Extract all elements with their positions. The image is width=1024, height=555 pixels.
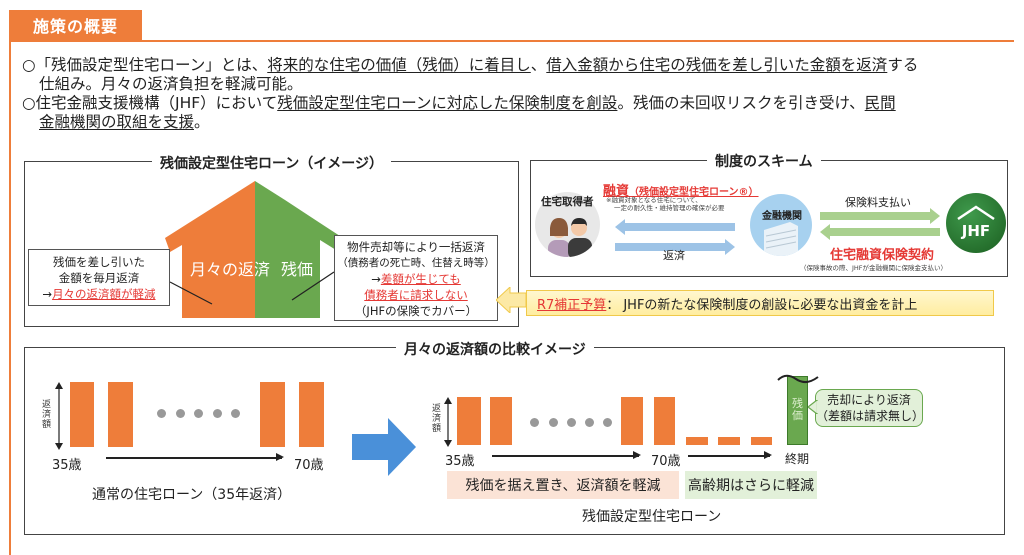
ellipsis-dot	[603, 418, 612, 427]
residual-value-bar	[787, 376, 808, 445]
ellipsis-dot	[530, 418, 539, 427]
break-mark	[777, 374, 819, 383]
house-left-label: 月々の返済	[190, 260, 271, 279]
intro-bullet-1-cont: 仕組み。月々の返済負担を軽減可能。	[39, 75, 303, 93]
residual-caption: 残価設定型住宅ローン	[582, 509, 722, 525]
ellipsis-dot	[231, 409, 240, 418]
jhf-logo: JHF	[946, 193, 1006, 253]
normal-bar	[299, 382, 324, 447]
residual-bar	[654, 397, 675, 445]
banner-arrow	[496, 287, 526, 313]
transition-arrow	[352, 418, 416, 476]
normal-bar	[70, 382, 94, 447]
house-illustration	[165, 181, 343, 318]
intro-bullet-1: ○「残価設定型住宅ローン」とは、将来的な住宅の価値（残価）に着目し、借入金額から…	[22, 56, 919, 74]
building-icon	[764, 222, 798, 256]
loan-note: ※融資対象となる住宅について、 一定の耐久性・維持管理の確保が必要	[606, 196, 725, 212]
right-callout: 物件売却等により一括返済 （債務者の死亡時、住替え時等） →差額が生じても 債務…	[334, 235, 498, 321]
normal-end-age: 70歳	[294, 458, 324, 473]
loan-arrows	[615, 219, 735, 255]
normal-timeline-arrow	[106, 454, 284, 460]
residual-bar	[490, 397, 512, 445]
reduced-bar	[686, 437, 708, 445]
normal-start-age: 35歳	[52, 458, 82, 473]
bubble-tail	[808, 400, 818, 414]
normal-axis-label: 返済額	[42, 400, 52, 430]
residual-axis-label: 返済額	[432, 404, 442, 434]
loan-label: 融資（残価設定型住宅ローン®）	[603, 184, 759, 199]
budget-banner: R7補正予算：JHFの新たな保険制度の創設に必要な出資金を計上	[526, 290, 994, 316]
svg-text:JHF: JHF	[961, 222, 990, 240]
ellipsis-dot	[194, 409, 203, 418]
residual-timeline-arrow-2	[688, 452, 772, 458]
intro-bullet-2: ○住宅金融支援機構（JHF）において残価設定型住宅ローンに対応した保険制度を創設…	[22, 94, 896, 112]
compare-panel	[24, 347, 1005, 535]
residual-mid-age: 70歳	[651, 454, 681, 469]
bank-circle	[750, 194, 812, 256]
ellipsis-dot	[549, 418, 558, 427]
insurance-arrows	[820, 208, 940, 240]
main-frame	[9, 40, 1014, 555]
scheme-panel-title: 制度のスキーム	[707, 151, 821, 171]
normal-caption: 通常の住宅ローン（35年返済）	[92, 487, 292, 503]
compare-panel-title: 月々の返済額の比較イメージ	[396, 339, 594, 359]
left-callout: 残価を差し引いた 金額を毎月返済 →月々の返済額が軽減	[28, 249, 170, 306]
ellipsis-dot	[585, 418, 594, 427]
reduced-bar	[751, 437, 772, 445]
premium-label: 保険料支払い	[845, 196, 911, 209]
borrower-label: 住宅取得者	[541, 196, 594, 208]
ellipsis-dot	[176, 409, 185, 418]
repay-label: 返済	[663, 249, 685, 262]
residual-value-bar-label: 残価	[792, 397, 803, 422]
residual-end-label: 終期	[785, 452, 810, 466]
normal-bar	[260, 382, 285, 447]
callout-lines	[169, 271, 335, 305]
intro-text: ○「残価設定型住宅ローン」とは、将来的な住宅の価値（残価）に着目し、借入金額から…	[22, 56, 1012, 132]
ellipsis-dot	[157, 409, 166, 418]
bank-label: 金融機関	[762, 211, 802, 222]
intro-bullet-2-cont: 金融機関の取組を支援。	[39, 113, 210, 131]
house-panel-title: 残価設定型住宅ローン（イメージ）	[152, 153, 392, 173]
contract-label: 住宅融資保険契約	[830, 248, 935, 263]
contract-note: （保険事故の際、JHFが金融機関に保険金支払い）	[800, 264, 948, 272]
residual-start-age: 35歳	[445, 454, 475, 469]
reduced-bar	[718, 437, 740, 445]
jhf-house-icon: JHF	[957, 205, 995, 240]
ellipsis-dot	[567, 418, 576, 427]
sale-repay-bubble: 売却により返済 （差額は請求無し）	[815, 389, 924, 427]
band-reduce: 残価を据え置き、返済額を軽減	[447, 471, 679, 499]
residual-timeline-arrow-1	[492, 452, 641, 458]
ellipsis-dot	[213, 409, 222, 418]
band-elderly: 高齢期はさらに軽減	[685, 471, 817, 499]
residual-bar	[457, 397, 481, 445]
residual-bar	[621, 397, 643, 445]
section-title: 施策の概要	[32, 17, 118, 36]
residual-axis-arrow	[444, 397, 452, 447]
house-right-label: 残価	[281, 260, 314, 279]
normal-bar	[108, 382, 133, 447]
normal-axis-arrow	[55, 382, 63, 450]
section-title-tab: 施策の概要	[9, 10, 142, 40]
